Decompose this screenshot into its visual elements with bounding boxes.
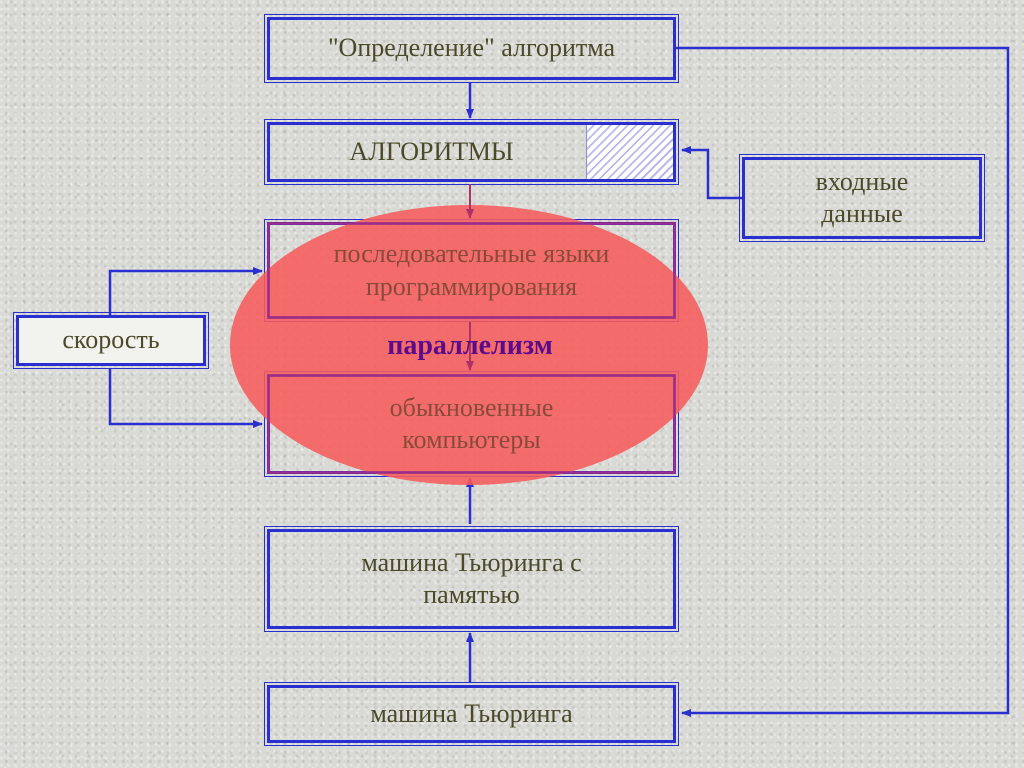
seq-languages-border-overlay [267, 222, 676, 319]
ordinary-computers-label: обыкновенные компьютеры [389, 392, 554, 455]
turing-memory-box: машина Тьюринга с памятью [264, 526, 679, 632]
arrow-speed-to-computers [108, 368, 263, 428]
ordinary-computers-text: обыкновенные компьютеры [267, 374, 676, 474]
definition-box: "Определение" алгоритма [264, 14, 679, 83]
parallelism-label: параллелизм [387, 330, 553, 361]
seq-languages-text: последовательные языки программирования [267, 222, 676, 319]
speed-label: скорость [62, 325, 160, 355]
speed-box: скорость [13, 312, 209, 369]
turing-box: машина Тьюринга [264, 682, 679, 746]
algorithms-box: АЛГОРИТМЫ [264, 119, 679, 185]
seq-languages-label: последовательные языки программирования [333, 239, 610, 301]
input-data-label: входные данные [815, 166, 909, 229]
definition-label: "Определение" алгоритма [327, 33, 616, 63]
turing-label: машина Тьюринга [370, 698, 573, 728]
ordinary-computers-border-overlay [267, 374, 676, 474]
arrow-definition-to-turing [676, 46, 1010, 717]
hatched-segment [586, 125, 673, 179]
arrow-input-to-algorithms [681, 146, 742, 200]
input-data-box: входные данные [739, 154, 985, 242]
turing-memory-label: машина Тьюринга с памятью [361, 547, 582, 610]
algorithms-label: АЛГОРИТМЫ [349, 136, 514, 166]
arrow-speed-to-languages [108, 267, 263, 316]
